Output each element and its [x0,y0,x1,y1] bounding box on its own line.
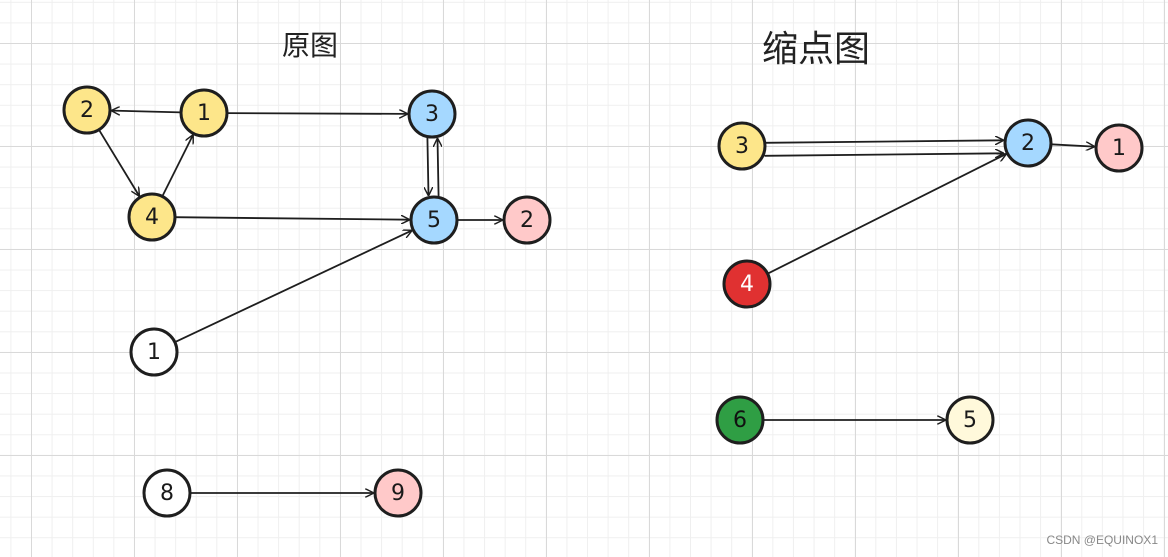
condensed-node-label: 5 [963,408,977,433]
original-node-o9: 9 [373,468,423,518]
condensed-edge-c4-to-c2 [766,154,1006,275]
original-node-label: 8 [160,481,174,506]
watermark: CSDN @EQUINOX1 [1046,533,1158,547]
condensed-node-label: 2 [1021,131,1035,156]
original-node-circle [373,468,423,518]
original-node-label: 9 [391,481,405,506]
original-node-circle [502,195,552,245]
original-node-label: 2 [80,98,94,123]
original-edge-o1b-to-o5 [173,231,412,344]
original-node-o5: 5 [409,195,459,245]
condensed-edge-c3-to-c2 [764,153,1003,156]
original-node-o1b: 1 [129,327,179,377]
condensed-node-circle [945,395,995,445]
condensed-graph-title: 缩点图 [762,29,871,70]
original-node-label: 2 [520,208,534,233]
original-edge-o4-to-o5 [174,217,409,220]
original-edge-o5-to-o3 [438,139,439,198]
condensed-node-label: 3 [735,134,749,159]
condensed-node-c6: 6 [715,395,765,445]
condensed-edge-c3-to-c2 [764,140,1003,143]
original-node-o2b: 2 [502,195,552,245]
original-node-circle [179,88,229,138]
original-edge-o1-to-o3 [226,113,407,114]
nodes-layer: 1 2 4 3 5 2 1 8 9 3 2 1 4 6 5 [62,85,1144,518]
condensed-node-circle [1003,118,1053,168]
original-node-circle [407,89,457,139]
original-node-circle [127,192,177,242]
condensed-edge-c2-to-c1 [1050,144,1094,146]
original-node-circle [409,195,459,245]
original-node-o3: 3 [407,89,457,139]
condensed-node-circle [1094,123,1144,173]
original-edge-o3-to-o5 [427,136,428,195]
original-node-o4: 4 [127,192,177,242]
condensed-node-c4: 4 [722,259,772,309]
original-node-circle [142,468,192,518]
edges-layer [98,111,1094,493]
original-edge-o2-to-o4 [98,128,139,196]
original-node-label: 1 [197,101,211,126]
original-node-label: 5 [427,208,441,233]
condensed-node-c1: 1 [1094,123,1144,173]
condensed-node-c5: 5 [945,395,995,445]
original-node-label: 1 [147,340,161,365]
original-node-circle [62,85,112,135]
original-node-o2: 2 [62,85,112,135]
original-node-label: 4 [145,205,159,230]
original-node-label: 3 [425,102,439,127]
condensed-node-circle [717,121,767,171]
original-edge-o4-to-o1 [161,135,193,198]
condensed-node-circle [722,259,772,309]
original-node-o1: 1 [179,88,229,138]
condensed-node-label: 4 [740,272,754,297]
condensed-node-label: 1 [1112,136,1126,161]
original-node-o8: 8 [142,468,192,518]
condensed-node-circle [715,395,765,445]
original-edge-o1-to-o2 [112,111,182,113]
condensed-node-c2: 2 [1003,118,1053,168]
original-node-circle [129,327,179,377]
condensed-node-label: 6 [733,408,747,433]
original-graph-title: 原图 [282,29,339,62]
condensed-node-c3: 3 [717,121,767,171]
